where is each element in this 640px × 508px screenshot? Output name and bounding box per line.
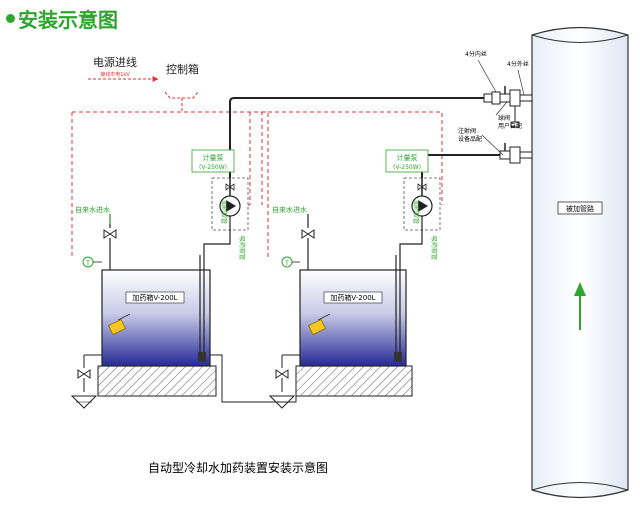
tank <box>101 269 211 367</box>
power-in-label: 电源进线 <box>93 55 137 69</box>
pipe-fittings <box>477 59 533 164</box>
svg-text:T: T <box>85 260 90 267</box>
suction-pipe-label: 吸药软管 <box>238 236 246 260</box>
pump-spec: (V-250W) <box>393 164 421 171</box>
user-supplied-label: 用户自配 <box>498 122 522 130</box>
svg-text:T: T <box>284 260 289 267</box>
ball-valve-label: 球阀 <box>498 114 510 122</box>
tank-base <box>295 365 413 397</box>
inlet-4-in-label: 4分内丝 <box>465 50 487 58</box>
dosing-unit-1: 加药箱V-200L 自来水进水 T 计 <box>70 149 250 409</box>
flow-arrow-icon <box>574 282 586 330</box>
main-pipe-label: 被加管路 <box>566 204 594 213</box>
page-title-text: 安装示意图 <box>18 8 118 32</box>
dosing-pipe-label: 加药软管 <box>220 200 228 224</box>
tank-connector <box>210 354 297 403</box>
drain-valve-icon <box>77 369 91 379</box>
inlet-valve-icon <box>103 229 117 239</box>
tank <box>299 269 407 367</box>
pump-title: 计量泵 <box>397 153 418 162</box>
water-in-label: 自来水进水 <box>75 205 110 214</box>
drain-valve-icon <box>275 369 289 379</box>
injection-valve-label: 注射阀 <box>458 127 476 135</box>
pump-title: 计量泵 <box>203 153 224 162</box>
tank-base <box>97 365 217 397</box>
dosing-unit-2: 加药箱V-200L 自来水进水 T 计量泵 (V-250W) 加药软管 吸药软管 <box>268 149 441 409</box>
tank-label: 加药箱V-200L <box>330 293 375 302</box>
pump-spec: (V-250W) <box>199 164 227 171</box>
page-title: 安装示意图 <box>6 4 118 33</box>
device-supplied-label: 设备品配 <box>458 135 482 143</box>
suction-pipe-label: 吸药软管 <box>430 236 438 260</box>
inlet-valve-icon <box>301 229 315 239</box>
level-switch-icon <box>108 313 131 336</box>
power-sub-label: 接线市电1kV <box>100 71 130 78</box>
power-control-section: 电源进线 接线市电1kV 控制箱 <box>71 55 443 258</box>
dosing-pipe-label: 加药软管 <box>412 200 420 224</box>
control-box-label: 控制箱 <box>166 62 199 76</box>
level-switch-icon <box>308 313 331 336</box>
caption: 自动型冷却水加药装置安装示意图 <box>148 460 328 475</box>
wiring-right <box>262 111 443 258</box>
tank-label: 加药箱V-200L <box>132 293 177 302</box>
main-pipe: 被加管路 <box>531 26 629 499</box>
inlet-4-out-label: 4分外丝 <box>507 60 529 68</box>
water-in-label: 自来水进水 <box>272 205 307 214</box>
bullet-icon <box>6 14 15 23</box>
